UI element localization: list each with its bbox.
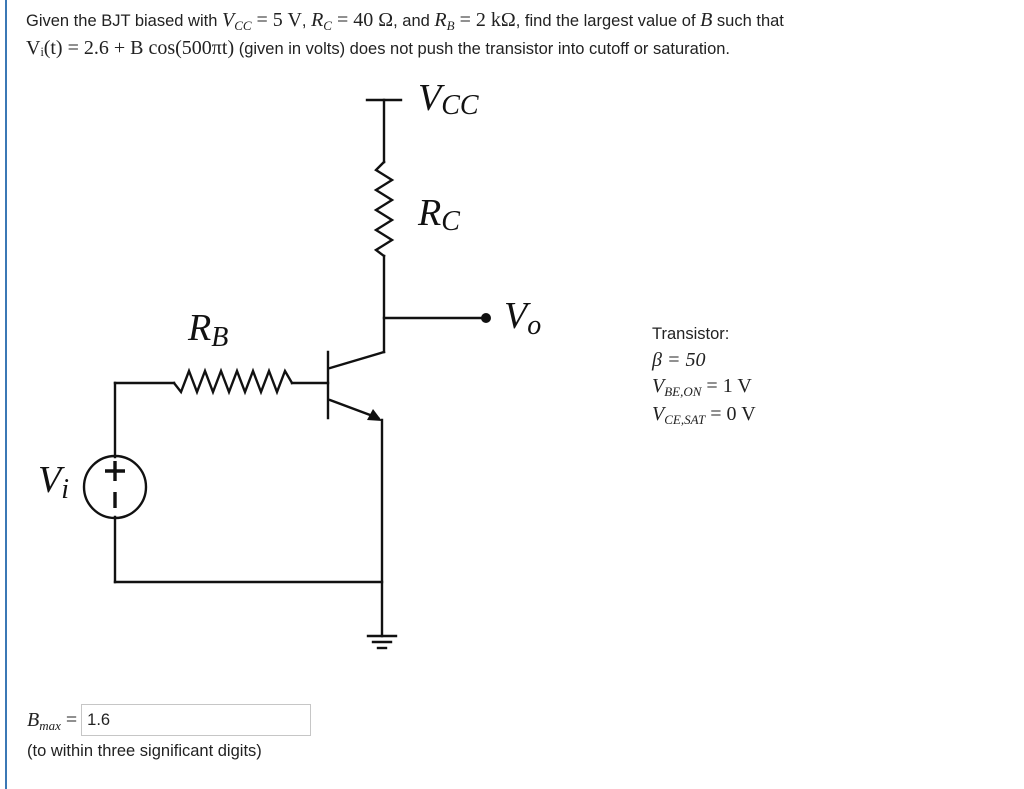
rc-label: RC <box>417 192 460 237</box>
left-border <box>5 0 7 789</box>
bjt-circuit-diagram: VCC RC RB Vo Vi <box>38 77 541 650</box>
spec-vbe: VBE,ON = 1 V <box>652 375 752 399</box>
answer-label: Bmax = <box>27 708 78 733</box>
vi-expression: Vᵢ(t) = 2.6 + B cos(500πt) <box>26 37 235 59</box>
rb-value: = 2 kΩ <box>454 9 516 31</box>
answer-row: Bmax = <box>27 703 312 737</box>
rc-value: = 40 Ω <box>331 9 394 31</box>
collector-lead <box>328 350 386 370</box>
specs-title: Transistor: <box>652 325 730 343</box>
emitter-arrow <box>367 409 382 421</box>
vcc-value: = 5 V <box>251 9 302 31</box>
transistor-specs: Transistor: β = 50 VBE,ON = 1 V VCE,SAT … <box>652 321 756 429</box>
rc-resistor <box>373 160 395 258</box>
vcc-symbol: VCC <box>221 9 252 33</box>
vi-label: Vi <box>38 459 69 505</box>
precision-hint: (to within three significant digits) <box>27 742 262 760</box>
rb-label: RB <box>187 307 228 353</box>
answer-input[interactable] <box>81 704 312 736</box>
rb-symbol: RB <box>434 9 455 33</box>
voltage-source <box>82 454 148 520</box>
spec-beta: β = 50 <box>652 349 706 371</box>
rb-resistor <box>172 367 294 396</box>
rc-symbol: RC <box>311 9 332 33</box>
question-part: Given the BJT biased with <box>26 12 222 30</box>
question-text: Given the BJT biased with VCC = 5 V, RC … <box>26 9 784 59</box>
vcc-label: VCC <box>418 77 479 121</box>
b-symbol: B <box>700 9 713 31</box>
vo-label: Vo <box>504 295 541 341</box>
spec-vce: VCE,SAT = 0 V <box>652 403 756 427</box>
vo-terminal <box>481 313 491 323</box>
